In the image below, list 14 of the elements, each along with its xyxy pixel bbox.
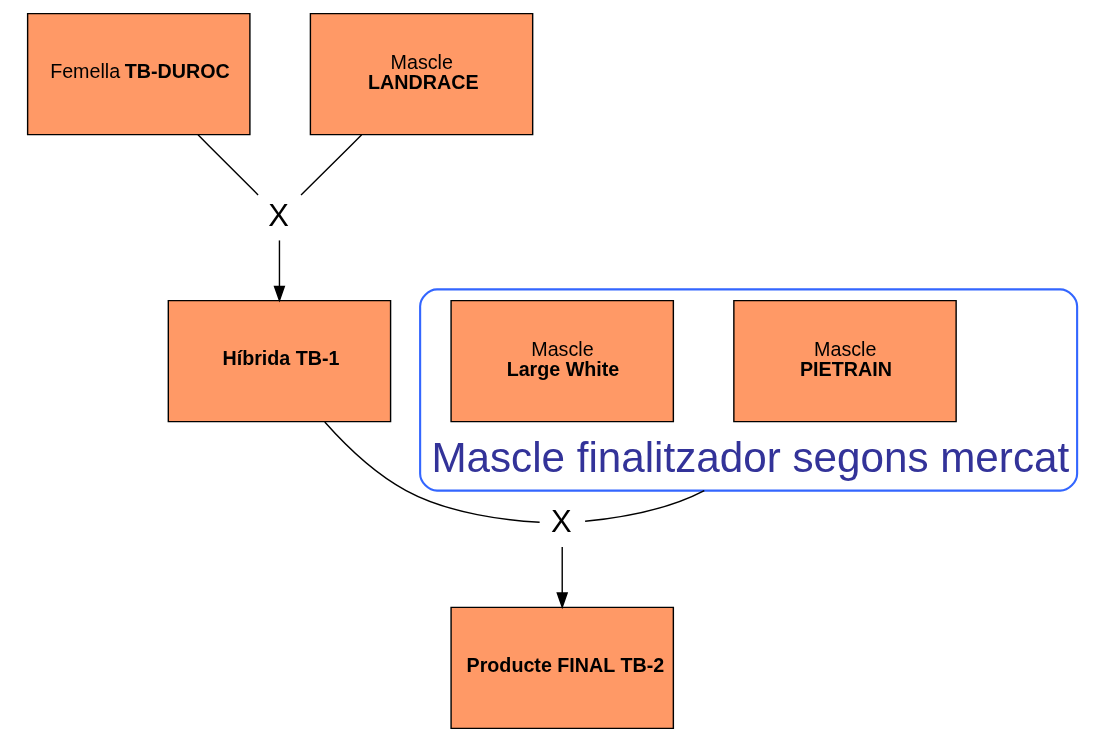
connector — [300, 134, 363, 196]
arrow — [556, 546, 569, 610]
node-box: Producte FINAL TB-2 — [450, 606, 675, 730]
node-box: Femella TB-DUROC — [26, 12, 251, 136]
connector — [584, 489, 705, 523]
arrow — [273, 239, 286, 303]
node-box: Mascle Large White — [450, 299, 675, 423]
node-box: Mascle PIETRAIN — [733, 299, 957, 423]
node-text: X — [268, 197, 289, 233]
connector — [197, 134, 259, 196]
connector — [324, 421, 541, 523]
node-text: X — [550, 504, 572, 540]
node-box: Mascle LANDRACE — [309, 12, 534, 136]
node-box: Híbrida TB-1 — [167, 299, 392, 423]
